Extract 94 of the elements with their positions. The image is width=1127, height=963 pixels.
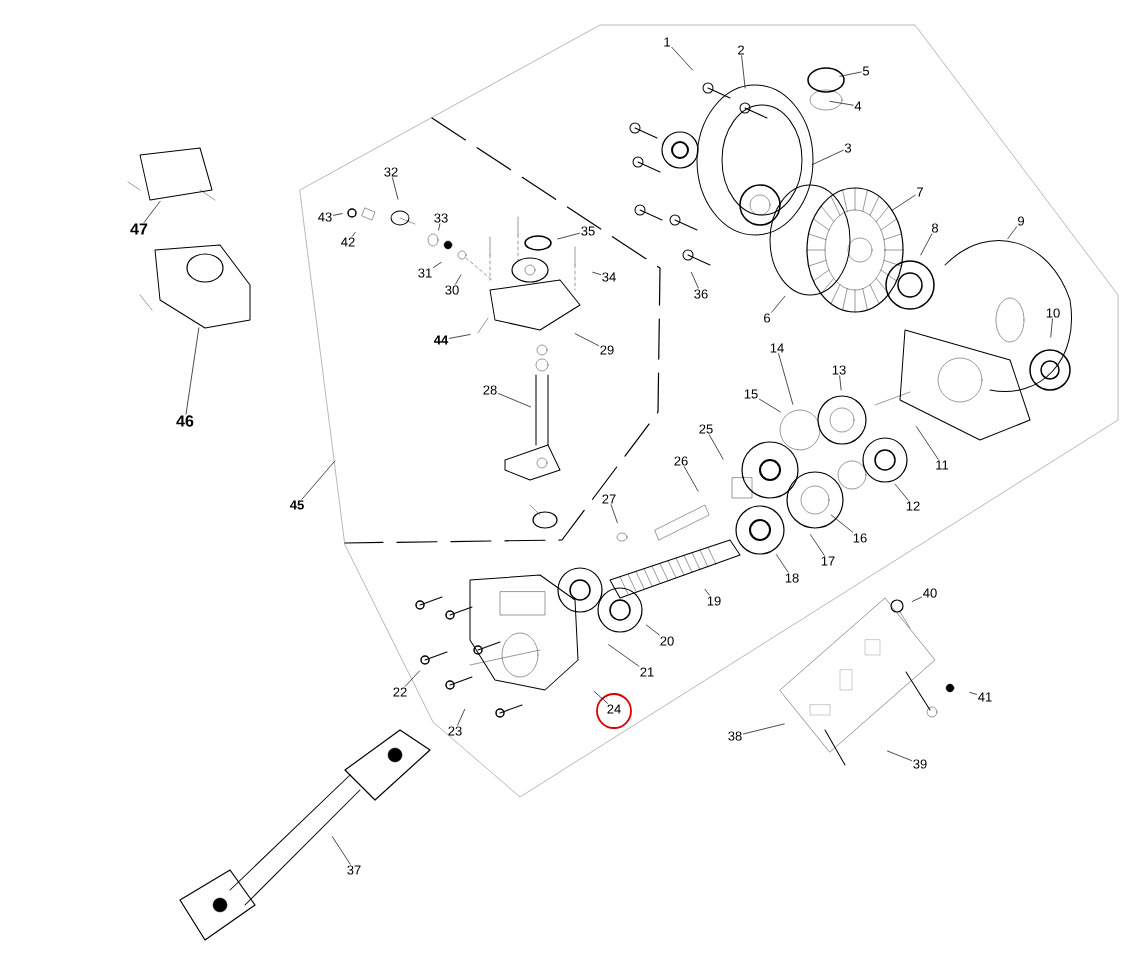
callout-number: 27 [602,494,616,504]
leader-line [574,333,599,347]
callout-number: 29 [600,345,614,355]
leader-line [829,100,854,106]
callout-number: 4 [854,101,862,111]
callout-number: 2 [738,45,744,55]
leader-line [404,670,420,687]
leader-line [301,460,336,500]
callout-number: 39 [913,759,927,769]
callout-number: 36 [694,289,708,299]
callout-number: 14 [770,343,784,353]
callout-number: 45 [290,500,304,510]
callout-number: 34 [602,272,616,282]
leader-line [743,723,785,735]
leader-line [332,836,351,865]
callout-number: 32 [384,167,398,177]
callout-number: 33 [434,213,448,223]
leader-line [690,271,699,289]
callout-number: 9 [1018,216,1024,226]
callout-number: 3 [844,143,852,153]
leader-line [771,295,786,313]
leader-line [704,588,710,596]
leader-line [592,271,601,275]
callout-number: 6 [764,313,771,323]
leader-line [891,194,916,211]
leader-line [969,692,977,695]
callout-number: 41 [978,692,992,702]
callout-number: 28 [483,385,497,395]
leader-line [920,233,933,256]
leader-line [333,213,343,216]
leader-line [610,504,618,523]
leader-line [1007,226,1017,239]
callout-number: 35 [581,226,595,236]
leader-line [351,232,356,237]
callout-number: 1 [664,37,670,47]
callout-number: 19 [707,596,721,606]
leader-line [778,353,794,405]
callout-number: 22 [393,687,407,697]
leader-line [557,232,580,240]
leader-line [887,750,912,761]
leader-line [457,708,466,726]
leader-line [498,393,531,408]
callout-number: 46 [176,415,194,427]
callout-number: 18 [785,573,799,583]
callout-number: 7 [917,187,923,197]
leader-line [839,375,842,391]
leader-line [839,71,862,77]
leader-line [741,55,746,89]
callout-number: 44 [434,335,449,345]
callout-number: 20 [660,636,674,646]
leader-line [433,262,442,268]
leader-line [1050,318,1053,338]
leader-line [759,398,781,413]
callout-number: 31 [418,268,432,278]
callout-number: 30 [445,285,459,295]
callout-number: 24 [607,704,621,714]
leader-line [593,690,608,704]
callout-number: 38 [728,731,742,741]
callout-number: 47 [130,223,148,235]
callout-number: 37 [347,865,361,875]
leader-line [911,596,922,602]
leader-line [185,327,200,415]
leader-line [810,534,825,556]
callout-number: 17 [821,556,835,566]
callout-number: 8 [931,223,939,233]
callout-number: 25 [699,424,713,434]
leader-line [392,177,399,200]
leader-line [708,434,724,460]
leader-line [811,149,844,165]
callout-number: 21 [640,667,654,677]
leader-line [143,201,161,223]
callout-number: 16 [853,533,867,543]
callout-number: 13 [832,365,846,375]
leader-line [776,554,789,573]
callout-number: 5 [862,66,870,76]
callout-number: 12 [906,501,920,511]
callout-number: 11 [936,460,949,470]
callout-number: 15 [744,389,758,399]
callout-number: 10 [1046,308,1060,318]
leader-line [455,274,462,285]
callout-number: 23 [448,726,462,736]
leader-line [683,466,699,492]
leader-line [671,46,693,71]
leader-line [608,644,640,667]
leader-line [645,624,660,636]
callout-number: 40 [923,588,937,598]
callout-number: 26 [674,456,688,466]
leader-line [916,426,939,460]
callout-number: 43 [318,212,332,222]
callout-number: 42 [341,237,355,247]
leader-line [438,223,441,231]
leader-line [894,483,909,501]
leader-line [449,334,471,339]
leader-line [830,514,854,533]
